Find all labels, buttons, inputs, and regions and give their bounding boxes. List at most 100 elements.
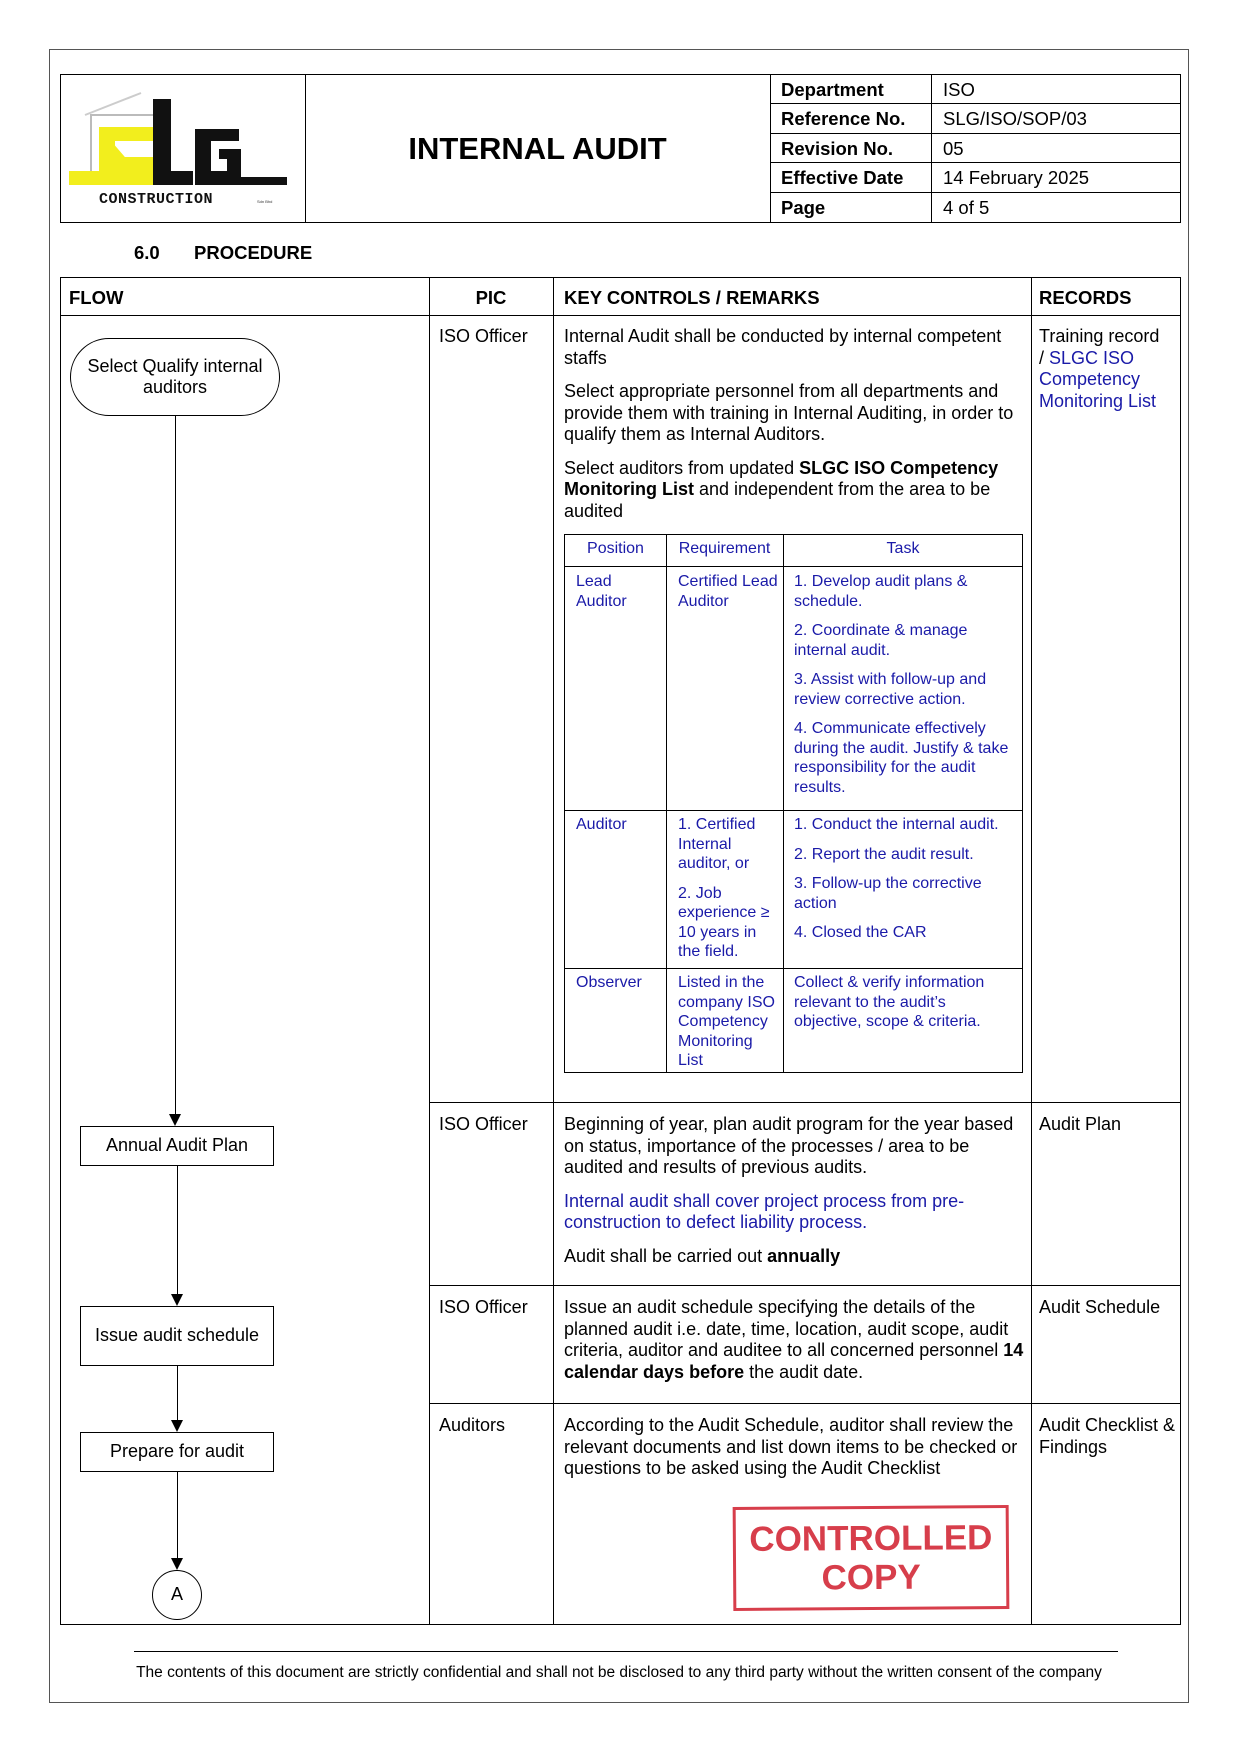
pic-cell: ISO Officer — [439, 1114, 528, 1134]
meta-row-department: Department ISO — [770, 75, 1180, 105]
meta-row-page: Page 4 of 5 — [770, 192, 1180, 222]
header-row-divider — [61, 315, 1180, 316]
meta-value: 05 — [943, 137, 964, 159]
task-item: 2. Coordinate & manage internal audit. — [794, 622, 968, 659]
col-header-flow: FLOW — [69, 287, 124, 308]
records-cell: Audit Schedule — [1039, 1297, 1161, 1317]
task-item: 2. Report the audit result. — [794, 845, 974, 863]
flow-arrow — [169, 416, 181, 1126]
requirement-item: 2. Job experience ≥ 10 years in the fiel… — [678, 884, 770, 961]
column-divider — [553, 278, 554, 1624]
inner-row-divider — [565, 566, 1022, 567]
position-lead-auditor: Lead Auditor — [576, 573, 627, 610]
record-text: / — [1039, 347, 1050, 368]
footer-divider — [134, 1651, 1118, 1652]
flow-arrow — [171, 1166, 183, 1306]
task-item: 1. Conduct the internal audit. — [794, 816, 999, 833]
task-item: 1. Develop audit plans & schedule. — [794, 573, 968, 610]
records-cell: Training record/ SLGC ISO Competency Mon… — [1039, 326, 1179, 412]
section-title: PROCEDURE — [194, 242, 313, 263]
controlled-copy-stamp: CONTROLLED COPY — [732, 1505, 1010, 1611]
meta-label: Effective Date — [770, 163, 932, 192]
remark-text: Select auditors from updated SLGC ISO Co… — [564, 458, 1024, 523]
column-divider — [429, 278, 430, 1624]
remark-text: Audit shall be carried out annually — [564, 1246, 1024, 1268]
meta-row-effective-date: Effective Date 14 February 2025 — [770, 163, 1180, 193]
document-header: CONSTRUCTION Sdn Bhd INTERNAL AUDIT Depa… — [60, 74, 1181, 223]
meta-label: Page — [770, 192, 932, 222]
page-frame — [49, 49, 1189, 1703]
inner-column-divider — [783, 535, 784, 1072]
key-controls-cell: According to the Audit Schedule, auditor… — [564, 1415, 1024, 1492]
flow-step-process: Issue audit schedule — [80, 1306, 274, 1366]
remark-text-bold: 14 calendar days before — [564, 1340, 1024, 1382]
meta-label: Department — [770, 75, 932, 104]
task-observer: Collect & verify information relevant to… — [794, 974, 985, 1030]
record-text: Training record — [1039, 326, 1160, 346]
meta-row-revision: Revision No. 05 — [770, 133, 1180, 164]
section-heading: 6.0 PROCEDURE — [134, 242, 312, 264]
remark-text: Select appropriate personnel from all de… — [564, 381, 1014, 444]
task-item: 4. Closed the CAR — [794, 924, 927, 941]
pic-cell: ISO Officer — [439, 1297, 528, 1317]
remark-text-bold: SLGC ISO Competency Monitoring List — [564, 457, 999, 500]
requirement-item: 1. Certified Internal auditor, or — [678, 816, 756, 872]
records-cell: Audit Checklist & Findings — [1039, 1415, 1176, 1457]
meta-value: 14 February 2025 — [943, 167, 1090, 189]
logo-tiny-text: Sdn Bhd — [257, 199, 272, 204]
task-item: 4. Communicate effectively during the au… — [794, 720, 1009, 796]
section-number: 6.0 — [134, 242, 160, 263]
remark-text-blue: Internal audit shall cover project proce… — [564, 1190, 965, 1233]
inner-column-divider — [666, 535, 667, 1072]
requirement-lead-auditor: Certified Lead Auditor — [678, 573, 778, 610]
flow-arrow — [171, 1366, 183, 1432]
col-header-pic: PIC — [475, 287, 507, 308]
procedure-table: FLOW PIC KEY CONTROLS / REMARKS RECORDS … — [60, 277, 1181, 1625]
meta-value: SLG/ISO/SOP/03 — [943, 108, 1087, 130]
position-observer: Observer — [576, 974, 642, 991]
document-title: INTERNAL AUDIT — [305, 75, 771, 222]
task-item: 3. Assist with follow-up and review corr… — [794, 671, 987, 708]
inner-header-requirement: Requirement — [678, 540, 771, 557]
slg-logo-graphic: CONSTRUCTION Sdn Bhd — [69, 92, 287, 208]
pic-cell: Auditors — [439, 1415, 506, 1435]
remark-text-part: and independent from the area to be audi… — [564, 479, 991, 521]
requirement-observer: Listed in the company ISO Competency Mon… — [678, 974, 775, 1069]
remark-text-part: the audit date. — [744, 1361, 864, 1382]
row-divider — [429, 1403, 1180, 1404]
flow-arrow — [171, 1472, 183, 1570]
column-divider — [1031, 278, 1032, 1624]
remark-text: Beginning of year, plan audit program fo… — [564, 1114, 1014, 1177]
remark-text-part: Issue an audit schedule specifying the d… — [564, 1297, 1009, 1360]
flow-step-process: Prepare for audit — [80, 1432, 274, 1472]
pic-cell: ISO Officer — [439, 326, 528, 346]
meta-value: ISO — [943, 79, 975, 100]
remark-text-bold: annually — [767, 1245, 841, 1266]
remark-text: According to the Audit Schedule, auditor… — [564, 1415, 1018, 1478]
meta-label: Revision No. — [770, 133, 932, 163]
records-cell: Audit Plan — [1039, 1114, 1122, 1134]
inner-header-task: Task — [886, 540, 920, 557]
position-auditor: Auditor — [576, 816, 627, 833]
inner-row-divider — [565, 968, 1022, 969]
col-header-records: RECORDS — [1039, 287, 1132, 308]
logo-sub-text: CONSTRUCTION — [99, 191, 213, 208]
remark-text: Internal Audit shall be conducted by int… — [564, 326, 1002, 368]
remark-text-part: Audit shall be carried out — [564, 1245, 768, 1266]
tasks-auditor: 1. Conduct the internal audit. 2. Report… — [794, 815, 1019, 953]
document-meta-table: Department ISO Reference No. SLG/ISO/SOP/0… — [770, 75, 1180, 222]
remark-text-part: Select auditors from updated — [564, 457, 800, 478]
record-link-text: SLGC ISO Competency Monitoring List — [1039, 347, 1157, 411]
meta-value: 4 of 5 — [943, 196, 990, 218]
company-logo: CONSTRUCTION Sdn Bhd — [61, 75, 306, 222]
requirements-auditor: 1. Certified Internal auditor, or 2. Job… — [678, 815, 778, 972]
tasks-lead-auditor: 1. Develop audit plans & schedule. 2. Co… — [794, 572, 1016, 807]
meta-row-reference: Reference No. SLG/ISO/SOP/03 — [770, 104, 1180, 134]
col-header-key-controls: KEY CONTROLS / REMARKS — [564, 287, 820, 308]
meta-label: Reference No. — [770, 104, 932, 133]
row-divider — [429, 1285, 1180, 1286]
key-controls-cell: Issue an audit schedule specifying the d… — [564, 1297, 1026, 1395]
task-item: 3. Follow-up the corrective action — [794, 875, 982, 912]
flow-step-process: Annual Audit Plan — [80, 1126, 274, 1166]
auditor-position-table: Position Requirement Task Lead Auditor C… — [564, 534, 1023, 1073]
